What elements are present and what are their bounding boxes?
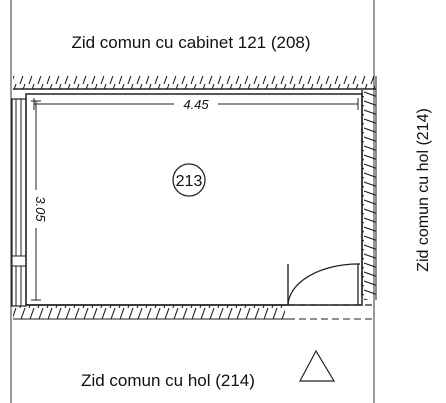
width-label: 4.45 bbox=[183, 97, 209, 112]
room-number: 213 bbox=[176, 173, 203, 190]
bottom-wall-label: Zid comun cu hol (214) bbox=[81, 371, 255, 390]
top-wall-label: Zid comun cu cabinet 121 (208) bbox=[71, 33, 310, 52]
bottom-wall bbox=[13, 304, 376, 320]
room-number-badge: 213 bbox=[172, 163, 206, 197]
orientation-triangle-icon bbox=[299, 349, 336, 382]
window bbox=[11, 98, 27, 307]
height-label: 3.05 bbox=[33, 196, 48, 222]
right-wall-label: Zid comun cu hol (214) bbox=[415, 108, 432, 272]
width-dimension: 4.45 bbox=[33, 97, 359, 112]
room-outline bbox=[25, 93, 363, 306]
top-wall bbox=[13, 76, 376, 90]
right-wall bbox=[361, 76, 377, 300]
door bbox=[287, 263, 360, 306]
height-dimension: 3.05 bbox=[31, 100, 48, 301]
